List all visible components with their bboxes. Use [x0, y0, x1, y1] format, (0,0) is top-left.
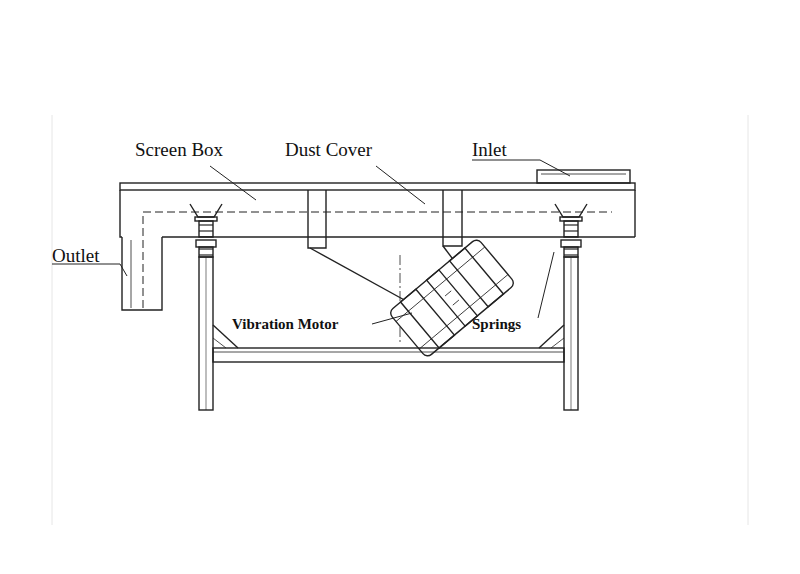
part-name: Screen Box: [135, 140, 223, 159]
part-name: Outlet: [52, 246, 100, 265]
part-name: Springs: [472, 317, 521, 332]
part-name: Inlet: [472, 140, 507, 159]
part-name: Vibration Motor: [232, 317, 339, 332]
part-name: Dust Cover: [285, 140, 372, 159]
